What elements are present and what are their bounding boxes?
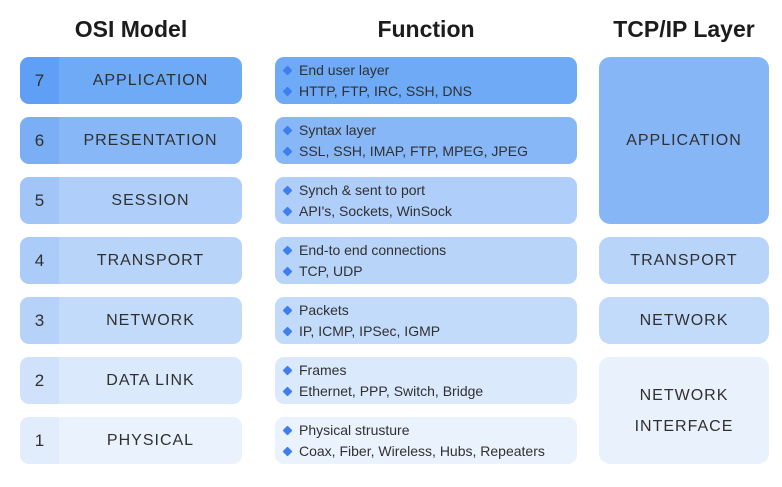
function-text: IP, ICMP, IPSec, IGMP [299, 322, 441, 339]
diamond-bullet-icon [282, 206, 293, 216]
tcpip-layer-header: TCP/IP Layer [613, 16, 755, 42]
function-text: API's, Sockets, WinSock [299, 202, 452, 219]
function-text: Coax, Fiber, Wireless, Hubs, Repeaters [299, 442, 545, 459]
tcpip-layer-name: APPLICATION [626, 131, 742, 149]
function-text: Physical strusture [299, 421, 410, 438]
function-text: Ethernet, PPP, Switch, Bridge [299, 382, 484, 399]
layer-number: 2 [20, 357, 59, 404]
tcpip-network-interface-box: NETWORK INTERFACE [599, 357, 769, 464]
layer-number: 5 [20, 177, 59, 224]
function-text: Packets [299, 301, 349, 318]
diamond-bullet-icon [282, 266, 293, 276]
function-box-layer-7: End user layer HTTP, FTP, IRC, SSH, DNS [275, 57, 577, 104]
diamond-bullet-icon [282, 425, 293, 435]
osi-layer-6: 6 PRESENTATION [20, 117, 242, 164]
layer-number: 4 [20, 237, 59, 284]
diamond-bullet-icon [282, 365, 293, 375]
function-box-layer-6: Syntax layer SSL, SSH, IMAP, FTP, MPEG, … [275, 117, 577, 164]
osi-layer-7: 7 APPLICATION [20, 57, 242, 104]
layer-number: 6 [20, 117, 59, 164]
function-header: Function [377, 16, 475, 42]
diamond-bullet-icon [282, 65, 293, 75]
function-box-layer-3: Packets IP, ICMP, IPSec, IGMP [275, 297, 577, 344]
function-text: End-to end connections [299, 241, 447, 258]
layer-name: SESSION [59, 177, 242, 224]
diamond-bullet-icon [282, 305, 293, 315]
diamond-bullet-icon [282, 446, 293, 456]
layer-number: 3 [20, 297, 59, 344]
tcpip-transport-box: TRANSPORT [599, 237, 769, 284]
tcpip-layer-name: TRANSPORT [630, 251, 738, 269]
osi-layer-3: 3 NETWORK [20, 297, 242, 344]
function-text: HTTP, FTP, IRC, SSH, DNS [299, 82, 472, 99]
diamond-bullet-icon [282, 86, 293, 96]
layer-name: PHYSICAL [59, 417, 242, 464]
function-text: TCP, UDP [299, 262, 363, 279]
function-text: Frames [299, 361, 347, 378]
layer-name: APPLICATION [59, 57, 242, 104]
diamond-bullet-icon [282, 386, 293, 396]
osi-layer-2: 2 DATA LINK [20, 357, 242, 404]
layer-name: TRANSPORT [59, 237, 242, 284]
function-box-layer-2: Frames Ethernet, PPP, Switch, Bridge [275, 357, 577, 404]
function-box-layer-4: End-to end connections TCP, UDP [275, 237, 577, 284]
function-box-layer-5: Synch & sent to port API's, Sockets, Win… [275, 177, 577, 224]
tcpip-application-box: APPLICATION [599, 57, 769, 224]
layer-number: 1 [20, 417, 59, 464]
function-text: Syntax layer [299, 121, 377, 138]
function-text: SSL, SSH, IMAP, FTP, MPEG, JPEG [299, 142, 528, 159]
function-text: End user layer [299, 61, 390, 78]
tcpip-layer-name: NETWORK INTERFACE [634, 386, 734, 435]
osi-layer-1: 1 PHYSICAL [20, 417, 242, 464]
diamond-bullet-icon [282, 245, 293, 255]
function-text: Synch & sent to port [299, 181, 426, 198]
layer-name: NETWORK [59, 297, 242, 344]
osi-layer-4: 4 TRANSPORT [20, 237, 242, 284]
layer-number: 7 [20, 57, 59, 104]
osi-layer-5: 5 SESSION [20, 177, 242, 224]
function-box-layer-1: Physical strusture Coax, Fiber, Wireless… [275, 417, 577, 464]
diamond-bullet-icon [282, 185, 293, 195]
tcpip-network-box: NETWORK [599, 297, 769, 344]
diamond-bullet-icon [282, 125, 293, 135]
layer-name: PRESENTATION [59, 117, 242, 164]
tcpip-layer-name: NETWORK [639, 311, 729, 329]
layer-name: DATA LINK [59, 357, 242, 404]
osi-model-header: OSI Model [74, 16, 188, 42]
diamond-bullet-icon [282, 326, 293, 336]
diamond-bullet-icon [282, 146, 293, 156]
